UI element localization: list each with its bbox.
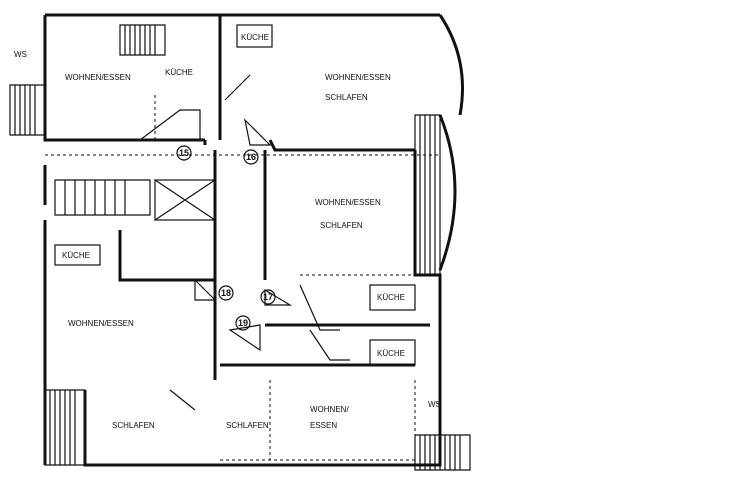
unit-numbers: 15 16 18 17 19 [176, 145, 276, 331]
room-label: WOHNEN/ESSEN [68, 319, 134, 328]
room-label: KÜCHE [377, 349, 405, 358]
unit-number: 17 [263, 292, 273, 302]
room-label: SCHLAFEN [112, 421, 155, 430]
room-label: KÜCHE [62, 251, 90, 260]
unit-number: 18 [221, 288, 231, 298]
room-label: SCHLAFEN [226, 421, 269, 430]
room-label: WS [428, 400, 441, 409]
unit-number: 16 [246, 152, 256, 162]
room-label: KÜCHE [377, 293, 405, 302]
unit-number: 15 [179, 148, 189, 158]
room-labels: WS WOHNEN/ESSEN KÜCHE KÜCHE WOHNEN/ESSEN… [14, 33, 441, 430]
room-label: WOHNEN/ESSEN [65, 73, 131, 82]
room-label: WOHNEN/ESSEN [325, 73, 391, 82]
unit-number: 19 [238, 318, 248, 328]
room-label: WS [14, 50, 27, 59]
room-label: SCHLAFEN [320, 221, 363, 230]
room-label: SCHLAFEN [325, 93, 368, 102]
room-label: WOHNEN/ESSEN [315, 198, 381, 207]
room-label: WOHNEN/ [310, 405, 349, 414]
room-label: KÜCHE [165, 68, 193, 77]
room-label: ESSEN [310, 421, 337, 430]
room-label: KÜCHE [241, 33, 269, 42]
walls [9, 13, 471, 471]
